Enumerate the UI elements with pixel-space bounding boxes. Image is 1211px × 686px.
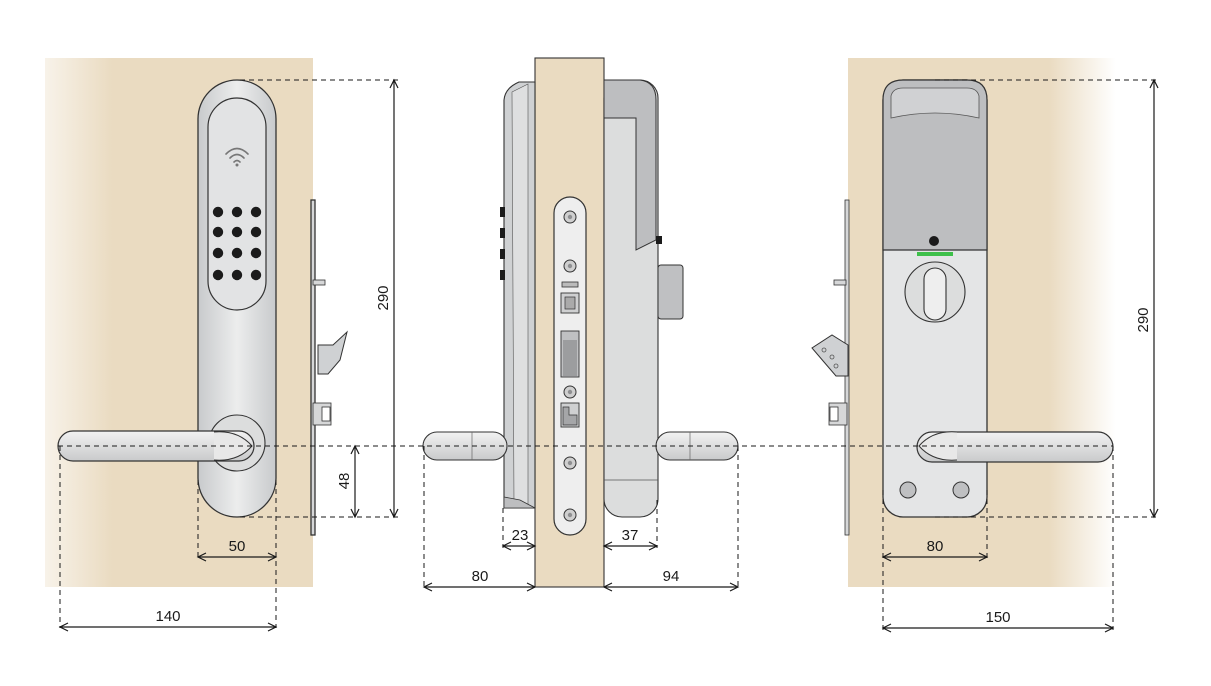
side-inner-depth-label: 37 <box>622 527 639 544</box>
front-handle-length-label: 140 <box>155 608 180 625</box>
hook-latch <box>317 330 348 375</box>
dimension-lines <box>58 78 1159 633</box>
latch-stub <box>312 279 326 286</box>
side-view <box>422 57 739 588</box>
deadbolt-side <box>657 264 684 320</box>
front-height-label: 290 <box>375 285 392 310</box>
back-height-label: 290 <box>1135 307 1152 332</box>
back-plate-width-label: 80 <box>927 538 944 555</box>
front-handle-offset-label: 48 <box>336 473 353 490</box>
wireless-icon <box>225 147 249 167</box>
door-edge-plate <box>310 199 316 536</box>
front-plate-width-label: 50 <box>229 538 246 555</box>
keypad-panel <box>207 97 267 311</box>
dimension-labels: 290 48 50 140 23 37 80 94 290 80 150 <box>155 285 1152 626</box>
side-key-buttons <box>500 207 505 280</box>
front-view <box>45 58 348 587</box>
battery-cover <box>882 79 988 251</box>
back-handle-length-label: 150 <box>985 609 1010 626</box>
status-led <box>917 252 953 256</box>
side-outer-handle-label: 80 <box>472 568 489 585</box>
hook-latch-back <box>811 334 849 377</box>
back-view <box>811 58 1116 587</box>
side-outer-depth-label: 23 <box>512 527 529 544</box>
status-sensor <box>929 236 939 246</box>
thumb-turn-knob <box>923 267 947 321</box>
side-inner-handle-label: 94 <box>663 568 680 585</box>
keypad-icon <box>212 206 262 281</box>
